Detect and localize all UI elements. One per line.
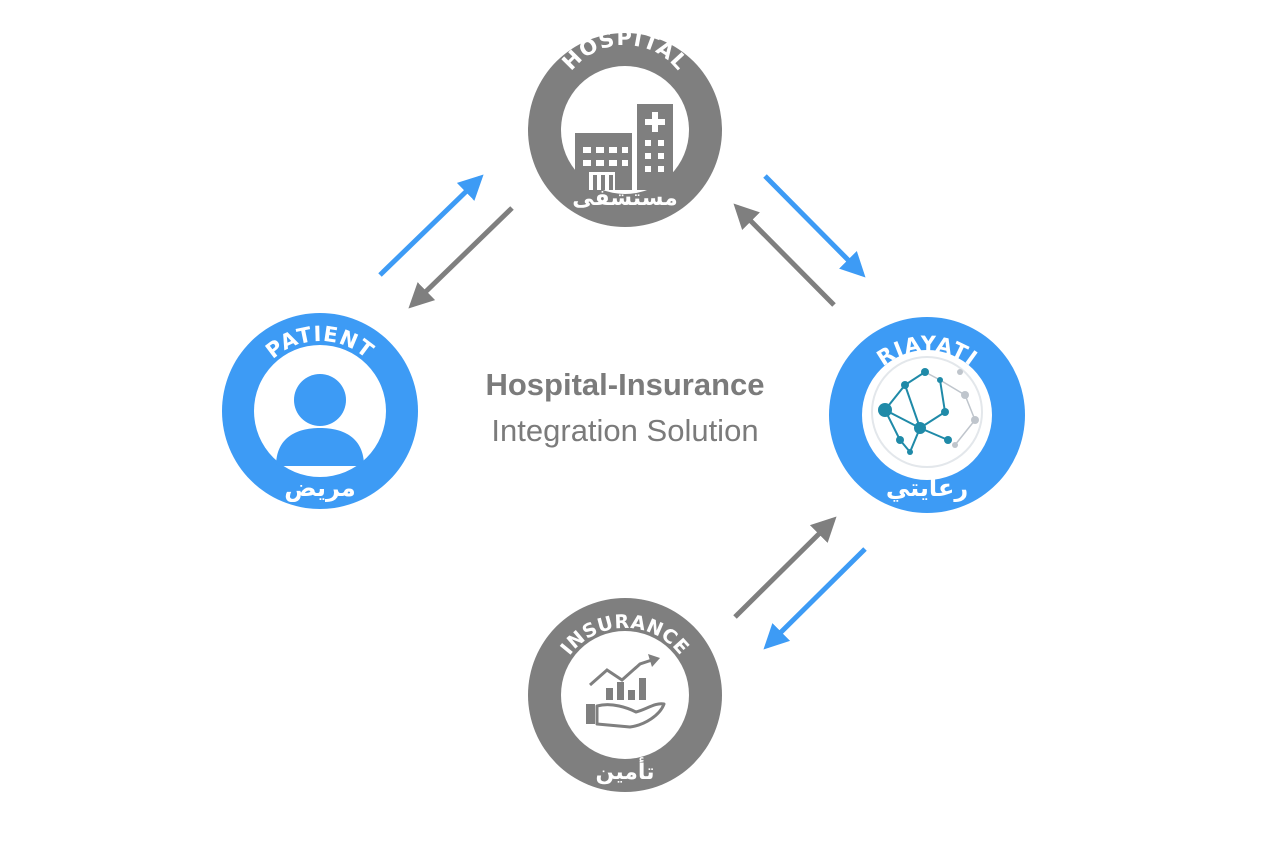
node-patient: PATIENT مريض — [222, 313, 418, 509]
node-riayati: RIAYATI — [829, 317, 1025, 513]
network-globe-icon — [871, 356, 983, 468]
arrow-patient-to-hospital — [378, 174, 484, 277]
title-line1: Hospital-Insurance — [485, 367, 765, 402]
node-insurance: INSURANCE تأمين — [528, 598, 722, 792]
riayati-inner — [862, 350, 992, 480]
arrow-hospital-to-patient — [408, 206, 514, 309]
arrow-riayati-to-insurance — [763, 547, 867, 650]
hospital-arabic-label: مستشفى — [572, 186, 677, 211]
hand-chart-icon — [586, 654, 666, 729]
insurance-inner — [561, 631, 689, 759]
arrow-insurance-to-riayati — [733, 516, 837, 619]
title-line2: Integration Solution — [491, 413, 759, 448]
riayati-arabic-label: رعايتي — [886, 474, 968, 502]
arrow-hospital-to-riayati — [763, 174, 866, 278]
hospital-building-icon — [575, 104, 673, 190]
arrow-riayati-to-hospital — [733, 203, 836, 307]
person-icon — [276, 374, 364, 466]
flow-arrows — [378, 174, 867, 650]
insurance-arabic-label: تأمين — [596, 756, 655, 785]
center-title: Hospital-Insurance Integration Solution — [420, 362, 830, 454]
patient-arabic-label: مريض — [284, 474, 356, 502]
node-hospital: HOSPITAL — [528, 26, 722, 227]
